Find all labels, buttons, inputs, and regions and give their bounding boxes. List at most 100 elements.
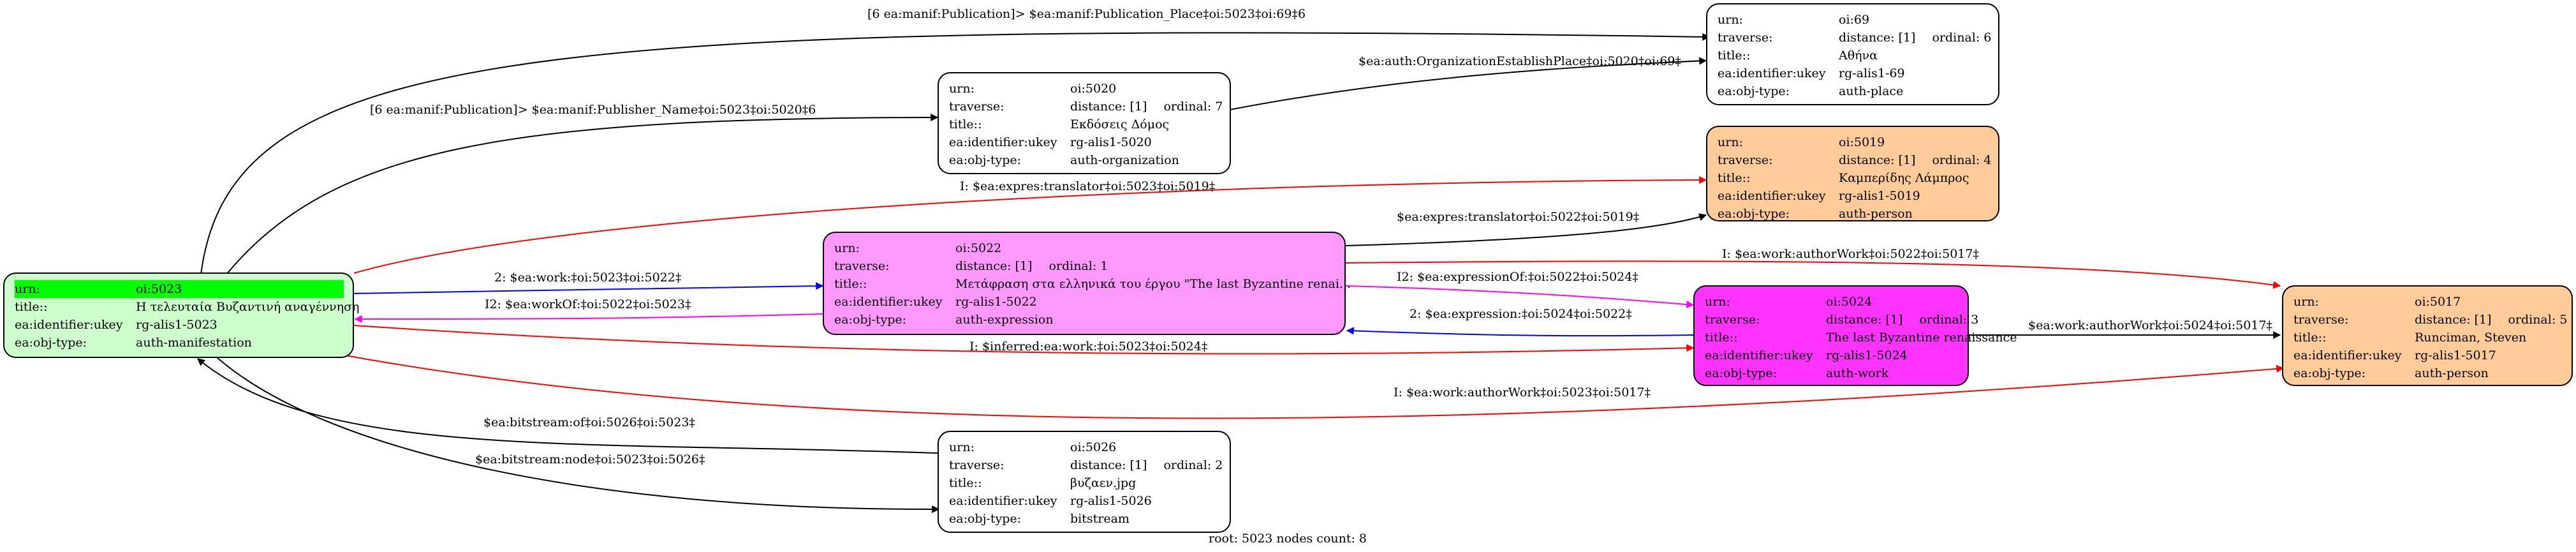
node-key: ea:identifier:ukey <box>1705 348 1813 362</box>
node-traverse-row: traverse:distance: [1]ordinal: 2 <box>949 456 1223 474</box>
node-key: traverse: <box>1705 313 1760 327</box>
node-value: rg-alis1-5022 <box>955 295 1037 309</box>
edge-label-translator-5023: I: $ea:expres:translator‡oi:5023‡oi:5019… <box>960 179 1216 193</box>
node-key: urn: <box>949 82 975 96</box>
node-value: auth-expression <box>955 313 1054 327</box>
node-key: title:: <box>1718 171 1751 185</box>
traverse-distance: distance: [1] <box>2415 313 2492 327</box>
edge-work-5023-5022 <box>352 282 824 294</box>
node-key: title:: <box>1705 331 1738 345</box>
node-urn-row: urn:oi:5023 <box>15 280 344 298</box>
edge-expressionof-5022-5024 <box>1345 285 1695 309</box>
node-value: oi:5017 <box>2415 295 2461 309</box>
edge-label-publisher-name: [6 ea:manif:Publication]> $ea:manif:Publ… <box>370 103 816 117</box>
node-objtype-row: ea:obj-type:bitstream <box>949 510 1221 528</box>
traverse-ordinal: ordinal: 2 <box>1163 458 1223 472</box>
node-value: Μετάφραση στα ελληνικά του έργου "The la… <box>955 277 1351 291</box>
node-value: auth-organization <box>1070 153 1179 167</box>
node-key: ea:obj-type: <box>1705 366 1777 380</box>
node-value: oi:5019 <box>1839 135 1885 149</box>
node-key: ea:obj-type: <box>1718 84 1790 98</box>
edge-authorwork-5023-5017 <box>331 352 2285 419</box>
edge-label-expressionof-5022-5024: I2: $ea:expressionOf:‡oi:5022‡oi:5024‡ <box>1397 270 1638 284</box>
node-key: ea:obj-type: <box>1718 207 1790 221</box>
node-value: βυζαεν.jpg <box>1070 476 1137 490</box>
node-value: distance: [1] ordinal: 5 <box>2415 311 2567 329</box>
node-urn-row: urn:oi:5024 <box>1705 293 1959 311</box>
node-value: auth-person <box>1839 207 1913 221</box>
traverse-distance: distance: [1] <box>1839 31 1916 45</box>
node-title-row: title::Εκδόσεις Δόμος <box>949 116 1221 133</box>
node-key: traverse: <box>1718 31 1773 45</box>
node-oi-5023[interactable]: urn:oi:5023 title::Η τελευταία Βυζαντινή… <box>3 272 359 358</box>
node-key: ea:identifier:ukey <box>15 318 123 332</box>
node-value: rg-alis1-69 <box>1839 66 1905 80</box>
node-traverse-row: traverse: distance: [1]ordinal: 1 <box>834 257 1336 275</box>
node-title-row: title::Μετάφραση στα ελληνικά του έργου … <box>834 275 1351 293</box>
node-oi-5024[interactable]: urn:oi:5024 traverse:distance: [1]ordina… <box>1693 285 2017 386</box>
traverse-distance: distance: [1] <box>1839 153 1916 167</box>
node-traverse-row: traverse: distance: [1] ordinal: 6 <box>1718 29 1992 47</box>
node-value: auth-person <box>2415 366 2489 380</box>
node-title-row: title::Η τελευταία Βυζαντινή αναγέννηση <box>15 298 359 316</box>
node-key: traverse: <box>834 259 890 273</box>
traverse-ordinal: ordinal: 5 <box>2508 313 2568 327</box>
node-value: oi:69 <box>1839 13 1870 27</box>
node-oi-5017[interactable]: urn:oi:5017 traverse: distance: [1] ordina… <box>2282 285 2573 386</box>
node-traverse-row: traverse:distance: [1]ordinal: 7 <box>949 98 1223 116</box>
node-value: distance: [1] ordinal: 2 <box>1070 456 1223 474</box>
traverse-ordinal: ordinal: 7 <box>1163 100 1223 114</box>
node-value: oi:5022 <box>955 241 1002 255</box>
node-objtype-row: ea:obj-type:auth-manifestation <box>15 334 344 352</box>
node-title-row: title::Runciman, Steven <box>2293 329 2563 347</box>
node-urn-row: urn:oi:5017 <box>2293 293 2563 311</box>
node-key: ea:obj-type: <box>949 153 1022 167</box>
node-oi-5026[interactable]: urn:oi:5026 traverse:distance: [1]ordina… <box>938 431 1231 533</box>
node-objtype-row: ea:obj-type: auth-expression <box>834 311 1336 329</box>
traverse-ordinal: ordinal: 6 <box>1932 31 1992 45</box>
graph-footer: root: 5023 nodes count: 8 <box>1209 532 1367 546</box>
node-key: urn: <box>949 440 975 454</box>
edge-translator-5022 <box>1345 213 1707 246</box>
node-key: urn: <box>1718 135 1743 149</box>
traverse-distance: distance: [1] <box>1070 458 1147 472</box>
edge-translator-5023 <box>353 176 1707 274</box>
node-oi-5022[interactable]: urn:oi:5022 traverse:distance: [1]ordina… <box>823 232 1351 335</box>
node-oi-69[interactable]: urn:oi:69 traverse: distance: [1] ordinal:… <box>1706 3 1999 105</box>
node-value: Αθήνα <box>1839 48 1878 63</box>
traverse-ordinal: ordinal: 4 <box>1932 153 1992 167</box>
edge-label-inferred-work-5023-5024: I: $inferred:ea:work:‡oi:5023‡oi:5024‡ <box>969 339 1208 354</box>
node-traverse-row: traverse:distance: [1]ordinal: 3 <box>1705 311 1978 329</box>
node-urn-row: urn:oi:5026 <box>949 438 1221 456</box>
node-key: traverse: <box>2293 313 2349 327</box>
node-value: Καμπερίδης Λάμπρος <box>1839 171 1969 185</box>
node-key: ea:obj-type: <box>834 313 907 327</box>
node-value: rg-alis1-5023 <box>136 318 217 332</box>
node-value: Η τελευταία Βυζαντινή αναγέννηση <box>136 300 360 314</box>
node-key: urn: <box>1705 295 1730 309</box>
traverse-distance: distance: [1] <box>1826 313 1903 327</box>
node-title-row: title::Καμπερίδης Λάμπρος <box>1718 169 1989 187</box>
node-key: ea:identifier:ukey <box>1718 189 1826 203</box>
node-urn-row: urn:oi:5020 <box>949 80 1221 98</box>
node-urn-row: urn:oi:69 <box>1718 11 1989 29</box>
edge-label-work-5023-5022: 2: $ea:work:‡oi:5023‡oi:5022‡ <box>494 271 682 285</box>
node-value: distance: [1]ordinal: 1 <box>955 257 1336 275</box>
node-traverse-row: traverse: distance: [1] ordinal: 5 <box>2293 311 2567 329</box>
node-key: title:: <box>949 476 982 490</box>
edge-label-org-establish-place: $ea:auth:OrganizationEstablishPlace‡oi:5… <box>1358 54 1681 68</box>
node-oi-5019[interactable]: urn:oi:5019 traverse:distance: [1]ordina… <box>1706 126 1999 221</box>
node-key: title:: <box>2293 331 2327 345</box>
node-ukey-row: ea:identifier:ukey rg-alis1-5023 <box>15 316 344 334</box>
node-oi-5020[interactable]: urn:oi:5020 traverse:distance: [1]ordina… <box>938 72 1231 174</box>
node-value: rg-alis1-5019 <box>1839 189 1920 203</box>
edge-expression-5024-5022 <box>1346 327 1694 337</box>
node-key: title:: <box>834 277 867 291</box>
edge-label-publication-place: [6 ea:manif:Publication]> $ea:manif:Publ… <box>867 7 1306 21</box>
node-ukey-row: ea:identifier:ukey rg-alis1-5019 <box>1718 187 1989 205</box>
